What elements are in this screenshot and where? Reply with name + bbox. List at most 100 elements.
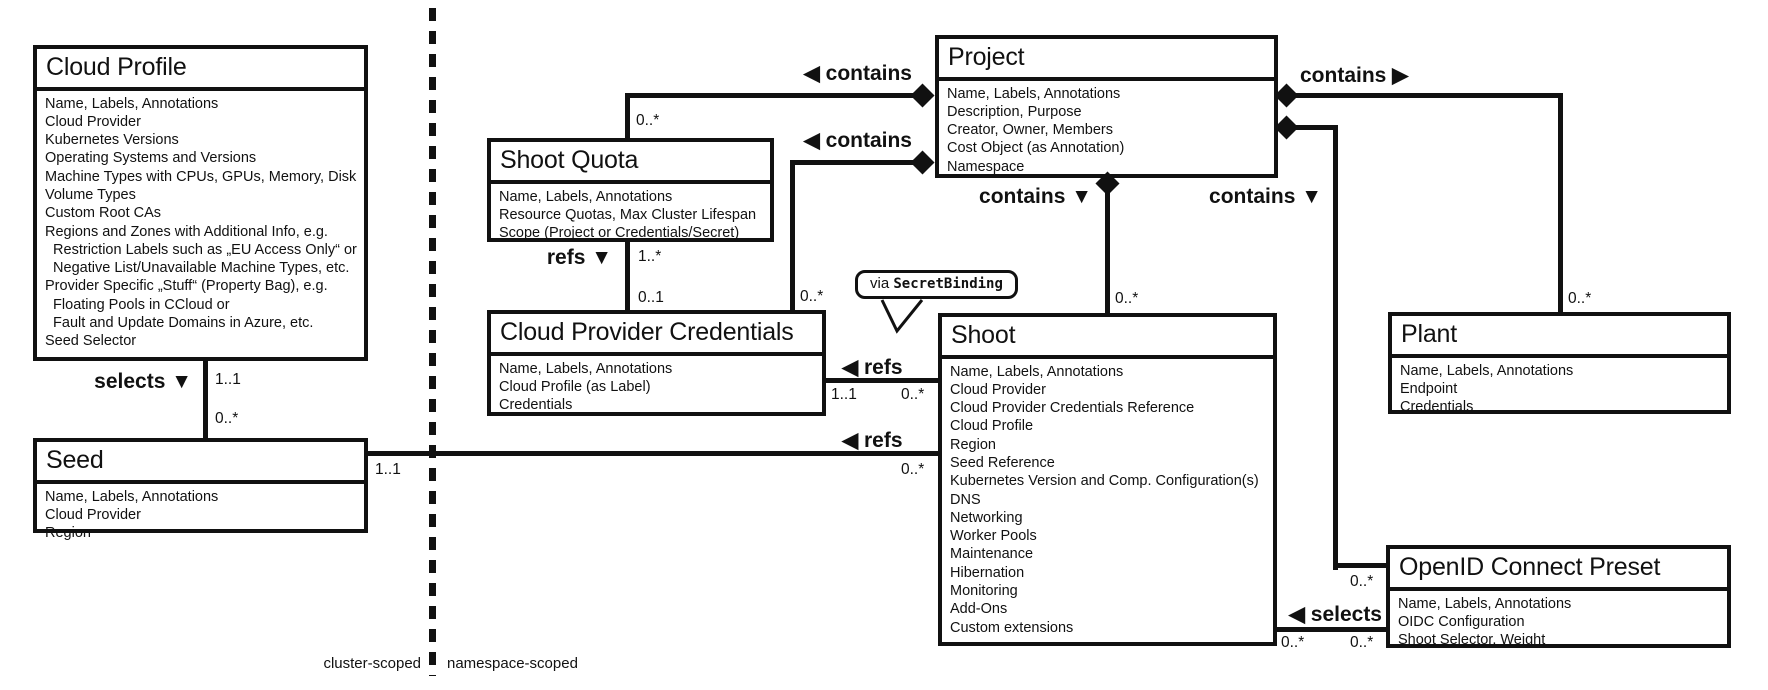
attribute-line: Kubernetes Versions — [45, 132, 179, 149]
relation-label-contains: ◀ contains — [803, 129, 912, 152]
entity-cloud-provider-credentials: Cloud Provider Credentials Name, Labels,… — [487, 310, 826, 416]
relation-label-contains: contains ▼ — [1209, 185, 1322, 208]
attribute-line: Networking — [950, 509, 1023, 526]
connector-project-plant-v — [1558, 93, 1563, 321]
multiplicity-label: 1..* — [638, 248, 662, 265]
relation-label-refs: refs ▼ — [546, 246, 612, 269]
attribute-line: Name, Labels, Annotations — [947, 85, 1121, 102]
multiplicity-label: 0..* — [1350, 634, 1374, 651]
entity-title: Project — [948, 43, 1025, 71]
connector-cloudprofile-seed — [203, 352, 208, 447]
connector-project-shootquota-v — [625, 93, 630, 148]
attribute-line: Negative List/Unavailable Machine Types,… — [45, 260, 350, 277]
attribute-line: Name, Labels, Annotations — [950, 363, 1124, 380]
relation-label-refs: ◀ refs — [842, 429, 903, 452]
attribute-line: Monitoring — [950, 583, 1018, 600]
secretbinding-callout: via SecretBinding — [855, 270, 1018, 299]
scope-label-namespace: namespace-scoped — [447, 655, 578, 672]
attribute-line: Add-Ons — [950, 601, 1008, 618]
multiplicity-label: 0..* — [1350, 573, 1374, 590]
attribute-line: Cloud Profile — [950, 418, 1034, 435]
connector-shoot-seed — [360, 451, 945, 456]
attribute-line: Name, Labels, Annotations — [45, 95, 219, 112]
callout-prefix: via — [870, 275, 894, 292]
multiplicity-label: 0..* — [901, 386, 925, 403]
relation-label-refs: ◀ refs — [842, 356, 903, 379]
attribute-line: Machine Types with CPUs, GPUs, Memory, D… — [45, 168, 357, 185]
attribute-line: Restriction Labels such as „EU Access On… — [45, 241, 357, 258]
attribute-line: OIDC Configuration — [1398, 613, 1525, 630]
multiplicity-label: 0..1 — [638, 289, 664, 306]
callout-code: SecretBinding — [893, 276, 1003, 292]
attribute-line: Description, Purpose — [947, 103, 1082, 120]
connector-shoot-oidc — [1270, 627, 1395, 632]
connector-project-plant-h — [1283, 93, 1563, 98]
attribute-line: Floating Pools in CCloud or — [45, 296, 230, 313]
multiplicity-label: 1..1 — [831, 386, 857, 403]
composition-diamond-shootquota — [910, 83, 935, 108]
attribute-line: Name, Labels, Annotations — [499, 188, 673, 205]
attribute-line: Scope (Project or Credentials/Secret) — [499, 225, 740, 242]
entity-title: OpenID Connect Preset — [1399, 553, 1661, 581]
attribute-line: Region — [45, 525, 91, 542]
connector-project-oidc-v — [1333, 125, 1338, 570]
multiplicity-label: 0..* — [800, 288, 824, 305]
entity-title: Cloud Provider Credentials — [500, 318, 794, 346]
relation-label-contains: contains ▼ — [979, 185, 1092, 208]
attribute-line: Cloud Provider — [45, 113, 141, 130]
connector-project-shoot — [1105, 170, 1110, 320]
attribute-line: Provider Specific „Stuff“ (Property Bag)… — [45, 278, 328, 295]
multiplicity-label: 0..* — [1281, 634, 1305, 651]
attribute-line: Seed Selector — [45, 333, 137, 350]
attribute-line: Credentials — [1400, 399, 1474, 416]
attribute-line: Cost Object (as Annotation) — [947, 140, 1125, 157]
entity-title: Shoot Quota — [500, 146, 639, 174]
attribute-line: Creator, Owner, Members — [947, 122, 1113, 139]
attribute-line: Name, Labels, Annotations — [1400, 362, 1574, 379]
multiplicity-label: 0..* — [1115, 290, 1139, 307]
multiplicity-label: 1..1 — [215, 371, 241, 388]
attribute-line: Kubernetes Version and Comp. Configurati… — [950, 473, 1259, 490]
attribute-line: Fault and Update Domains in Azure, etc. — [45, 315, 314, 332]
attribute-line: Worker Pools — [950, 528, 1037, 545]
connector-shoot-credentials — [820, 378, 945, 383]
attribute-line: Custom extensions — [950, 619, 1074, 636]
relation-label-contains: contains ▶ — [1300, 64, 1409, 87]
attribute-line: Credentials — [499, 397, 573, 414]
attribute-line: Seed Reference — [950, 454, 1055, 471]
entity-title: Plant — [1401, 320, 1457, 348]
connector-shootquota-credentials — [625, 235, 630, 320]
attribute-line: Cloud Provider — [950, 381, 1046, 398]
multiplicity-label: 0..* — [1568, 290, 1592, 307]
composition-diamond-credentials — [910, 150, 935, 175]
connector-project-oidc-h2 — [1333, 563, 1393, 568]
composition-diamond-oidc — [1274, 115, 1299, 140]
attribute-line: Cloud Provider — [45, 506, 141, 523]
attribute-line: Custom Root CAs — [45, 205, 162, 222]
attribute-line: Name, Labels, Annotations — [499, 360, 673, 377]
relation-label-selects: ◀ selects — [1288, 603, 1382, 626]
entity-title: Shoot — [951, 321, 1016, 349]
entity-title: Seed — [46, 446, 104, 474]
attribute-line: DNS — [950, 491, 981, 508]
attribute-line: Namespace — [947, 158, 1025, 175]
attribute-line: Name, Labels, Annotations — [45, 488, 219, 505]
attribute-line: Shoot Selector, Weight — [1398, 632, 1546, 649]
attribute-line: Cloud Provider Credentials Reference — [950, 400, 1195, 417]
relation-label-contains: ◀ contains — [803, 62, 912, 85]
attribute-line: Endpoint — [1400, 380, 1458, 397]
attribute-line: Resource Quotas, Max Cluster Lifespan — [499, 206, 757, 223]
attribute-line: Name, Labels, Annotations — [1398, 595, 1572, 612]
attribute-line: Volume Types — [45, 186, 136, 203]
attribute-line: Maintenance — [950, 546, 1034, 563]
